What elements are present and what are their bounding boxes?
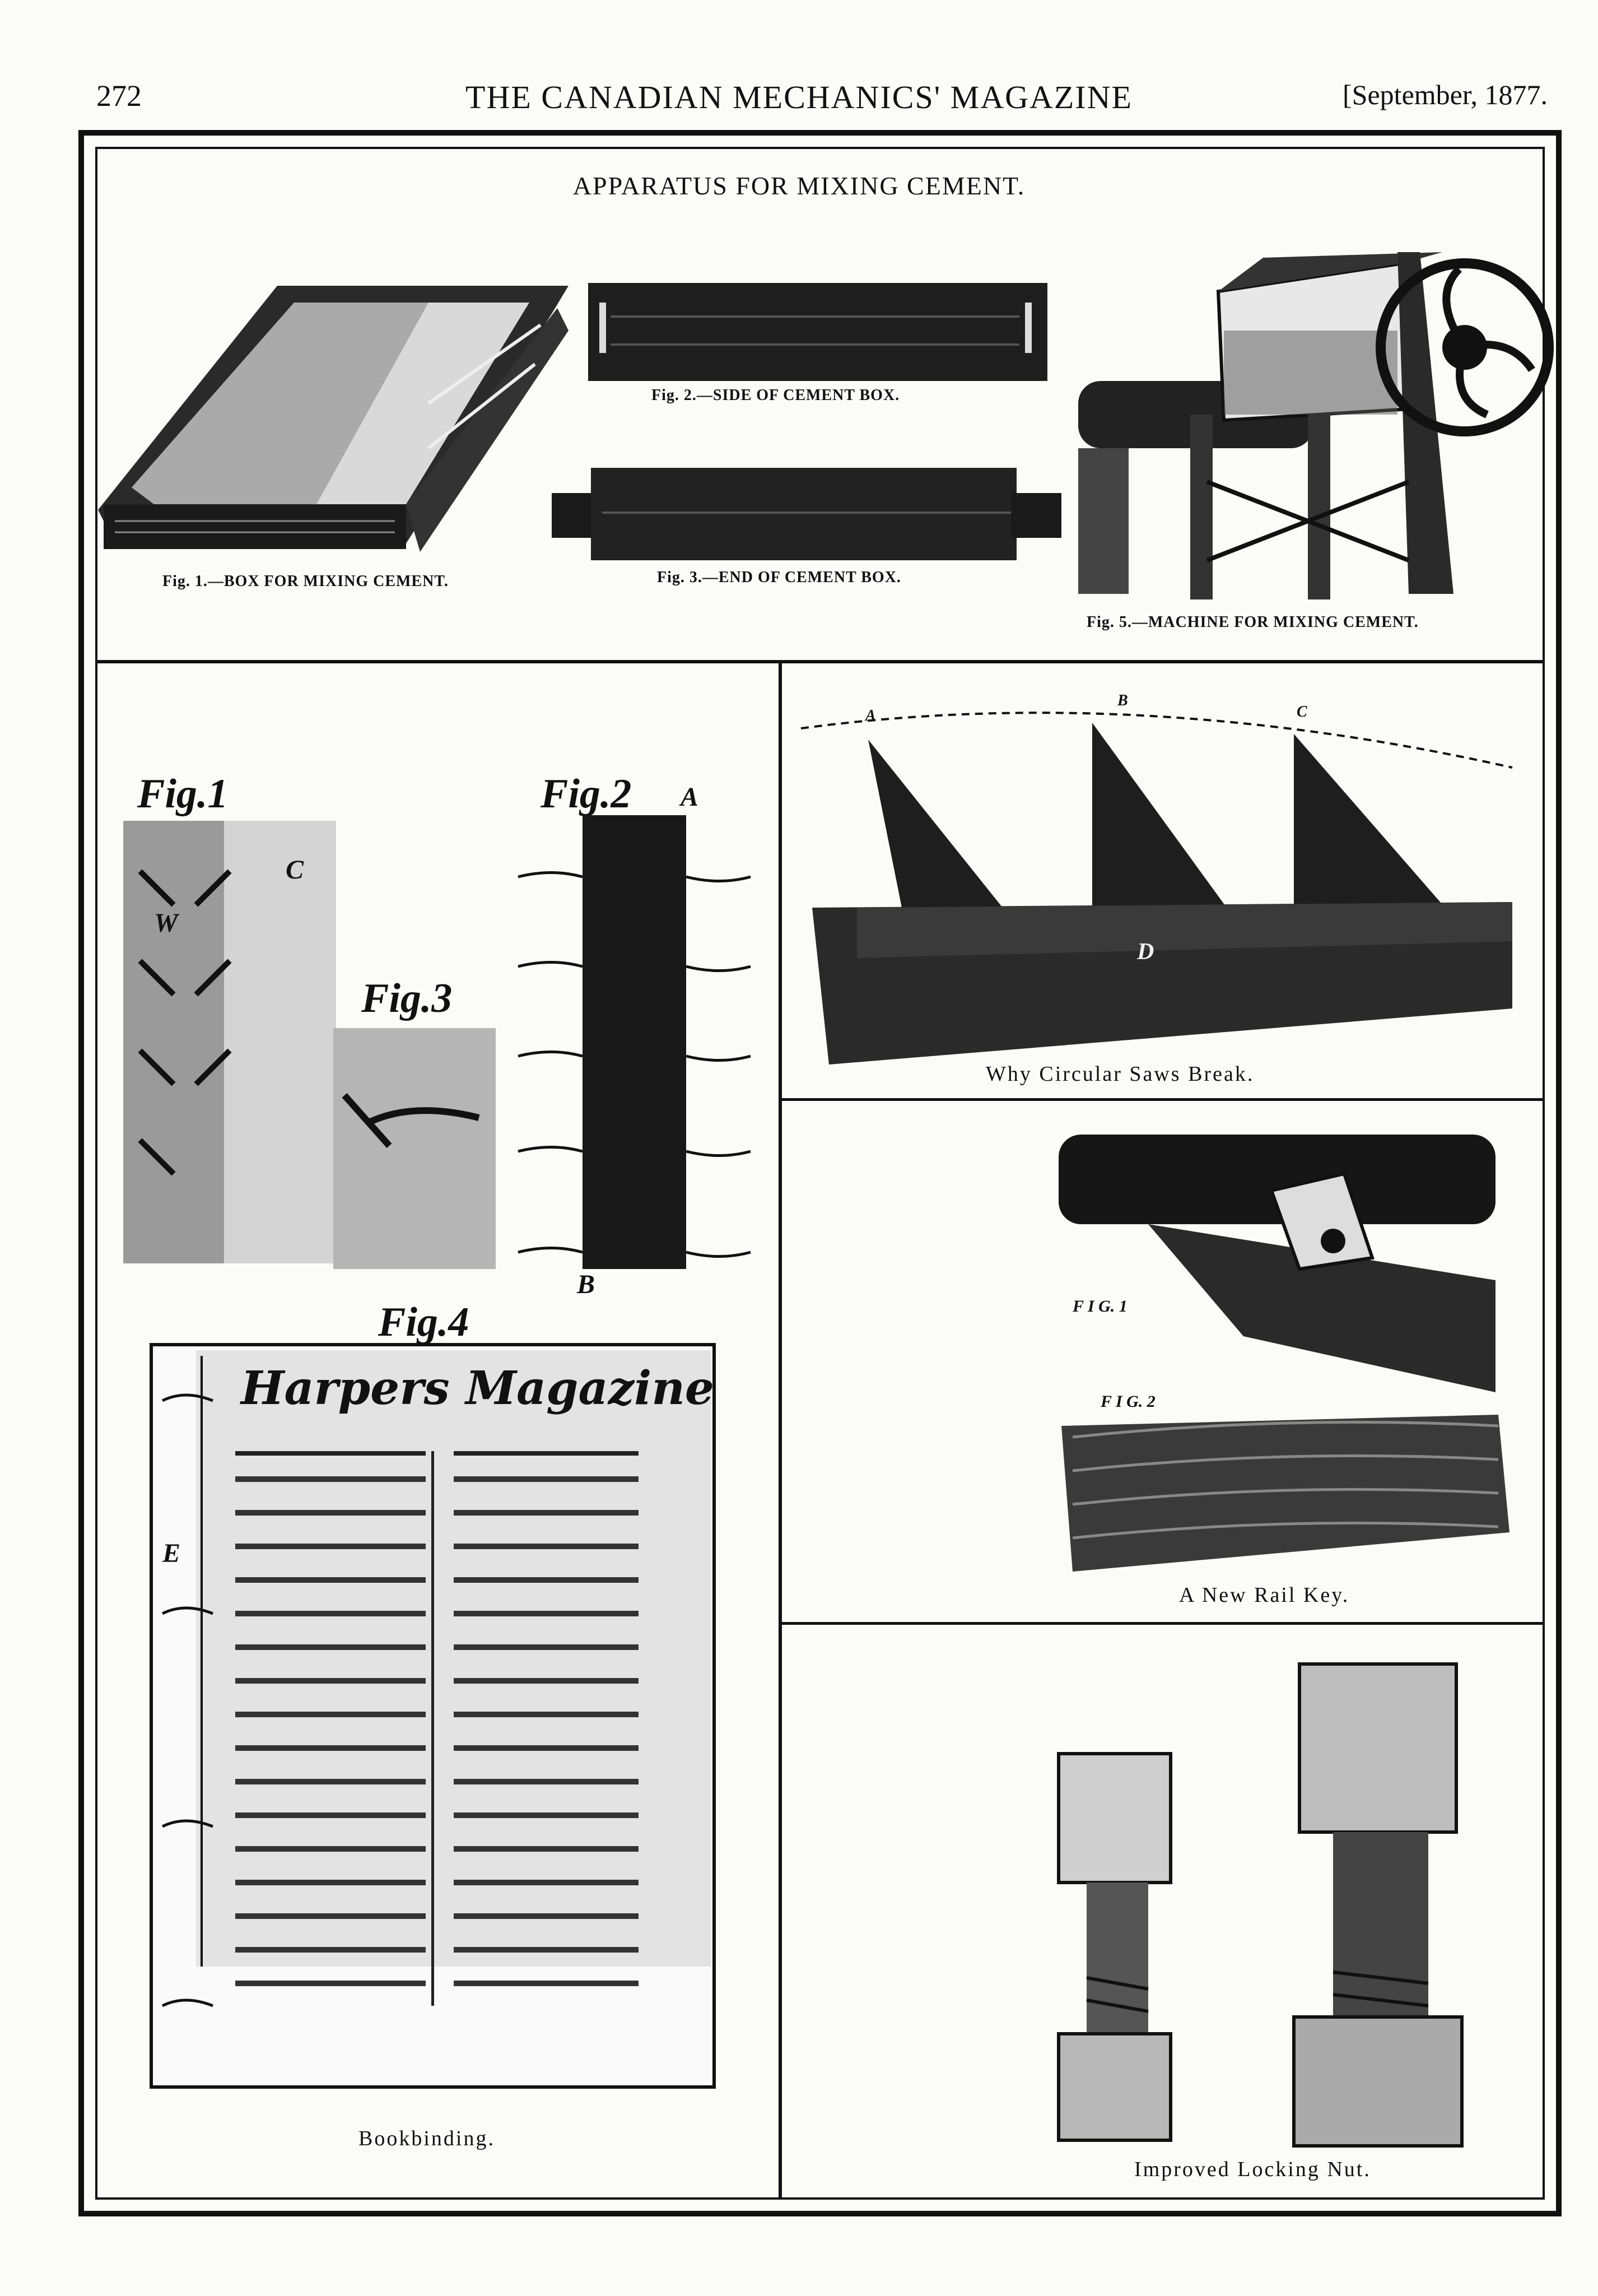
cement-box-side-illustration [588,283,1047,381]
railkey-fig1-label: F I G. 1 [1073,1297,1128,1316]
cement-box-end-illustration [552,468,1061,560]
cement-section-title: APPARATUS FOR MIXING CEMENT. [572,171,1026,200]
rail-key-fig2-illustration [1061,1415,1510,1572]
cement-fig5-caption: Fig. 5.—MACHINE FOR MIXING CEMENT. [1087,613,1419,631]
cement-fig3-caption: Fig. 3.—END OF CEMENT BOX. [657,569,901,586]
bookbinding-fig2-illustration [518,815,751,1269]
bookbinding-letter-a: A [681,782,699,812]
bookbinding-letter-w: W [154,908,178,938]
divider-vertical [779,661,782,2199]
saw-letter-c: C [1297,703,1307,721]
bookbinding-fig3-illustration [333,1028,496,1269]
railkey-caption: A New Rail Key. [1179,1583,1350,1607]
railkey-fig2-label: F I G. 2 [1101,1392,1156,1411]
divider-railkey-nut [780,1622,1545,1625]
bookbinding-fig1-illustration [123,821,336,1263]
bookbinding-fig4-illustration [150,1343,716,2089]
bookbinding-letter-e: E [162,1539,181,1568]
bookbinding-letter-c: C [286,855,304,885]
saw-letter-a: A [865,707,876,724]
saw-letter-b: B [1117,692,1128,709]
saws-caption: Why Circular Saws Break. [986,1062,1255,1086]
circular-saw-illustration [800,712,1513,1065]
locking-nut-illustration [1057,1662,1464,2148]
rail-key-fig1-illustration [1059,1135,1495,1392]
cement-mixing-machine-illustration [1078,252,1554,599]
locking-nut-caption: Improved Locking Nut. [1134,2158,1371,2181]
divider-horizontal-top [95,660,1545,663]
cement-fig2-caption: Fig. 2.—SIDE OF CEMENT BOX. [651,387,900,404]
running-title: THE CANADIAN MECHANICS' MAGAZINE [465,79,1133,115]
page-number: 272 [96,79,142,113]
saw-letter-d: D [1137,939,1154,965]
outer-frame [78,130,1562,2216]
bookbinding-fig1-label: Fig.1 [137,771,229,817]
bookbinding-fig4-label: Fig.4 [378,1299,469,1345]
issue-date: [September, 1877. [1343,79,1548,110]
divider-saw-railkey [780,1098,1545,1101]
bookbinding-magazine-masthead: Harpers Magazine [241,1361,715,1415]
bookbinding-caption: Bookbinding. [358,2127,495,2150]
bookbinding-letter-b: B [577,1270,595,1299]
bookbinding-fig3-label: Fig.3 [361,975,453,1021]
bookbinding-fig2-label: Fig.2 [541,771,632,817]
cement-box-illustration [98,286,569,552]
inner-frame [95,147,1545,2200]
cement-fig1-caption: Fig. 1.—BOX FOR MIXING CEMENT. [162,573,449,590]
